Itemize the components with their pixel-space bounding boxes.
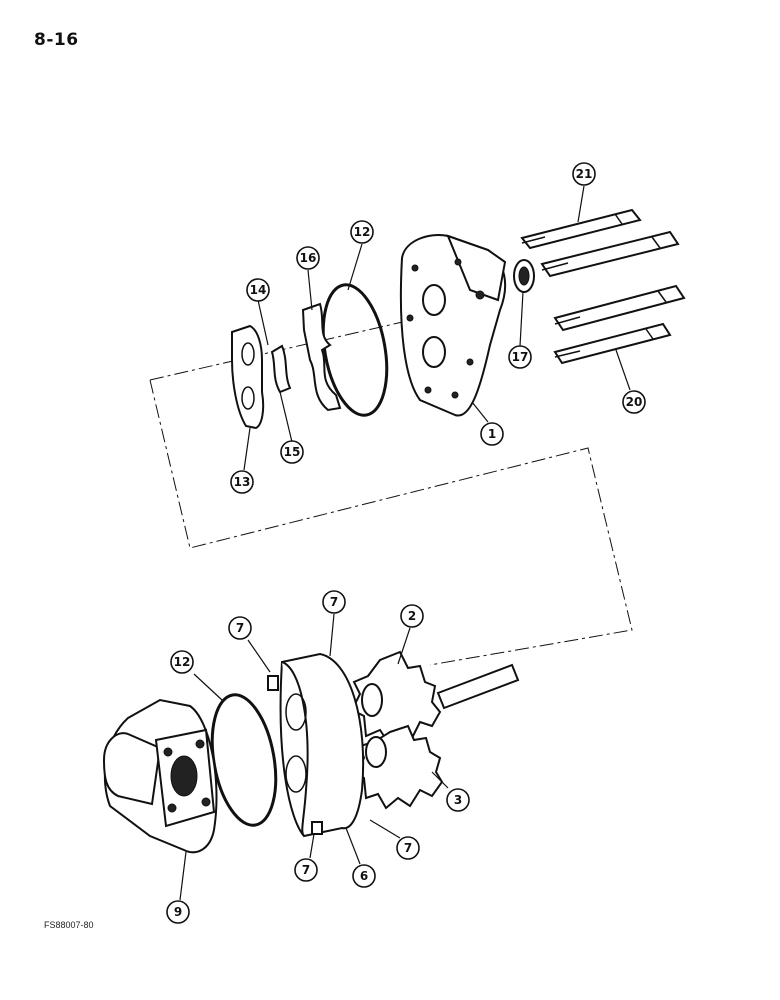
- through-bolt: [553, 284, 686, 332]
- callout-label: 15: [284, 445, 301, 459]
- callout-circle: [322, 590, 346, 614]
- seal-plate: [231, 324, 265, 430]
- callout-12: 12: [350, 220, 374, 244]
- callout-7-upper-right: 7: [322, 590, 346, 614]
- callout-circle: [170, 650, 194, 674]
- gear-housing: [267, 652, 365, 838]
- callout-label: 12: [174, 655, 191, 669]
- callout-circle: [350, 220, 374, 244]
- driven-gear: [354, 724, 444, 810]
- callout-circle: [280, 440, 304, 464]
- callout-circle: [228, 616, 252, 640]
- callout-14: 14: [246, 278, 270, 302]
- through-bolt: [540, 230, 680, 278]
- callout-label: 6: [360, 869, 368, 883]
- callout-circle: [572, 162, 596, 186]
- callout-7-lower-left: 7: [294, 858, 318, 882]
- callout-label: 14: [250, 283, 267, 297]
- callout-circle: [246, 278, 270, 302]
- callout-circle: [230, 470, 254, 494]
- callout-9: 9: [166, 900, 190, 924]
- drive-gear-shaft: [350, 650, 520, 744]
- callout-label: 7: [330, 595, 338, 609]
- callout-7-upper-left: 7: [228, 616, 252, 640]
- callout-circle: [352, 864, 376, 888]
- figure-code: FS88007-80: [44, 920, 94, 930]
- callout-1: 1: [480, 422, 504, 446]
- callout-label: 7: [404, 841, 412, 855]
- callout-label: 7: [236, 621, 244, 635]
- callout-2: 2: [400, 604, 424, 628]
- callout-circle: [166, 900, 190, 924]
- through-bolt: [553, 322, 672, 365]
- callout-12-lower: 12: [170, 650, 194, 674]
- callout-circle: [446, 788, 470, 812]
- callout-label: 7: [302, 863, 310, 877]
- callout-16: 16: [296, 246, 320, 270]
- alignment-path: [149, 317, 633, 666]
- callout-label: 16: [300, 251, 317, 265]
- callout-label: 2: [408, 609, 416, 623]
- callout-circle: [480, 422, 504, 446]
- callout-circle: [294, 858, 318, 882]
- callout-17: 17: [508, 345, 532, 369]
- gasket: [270, 344, 292, 394]
- callout-label: 9: [174, 905, 182, 919]
- callout-circle: [296, 246, 320, 270]
- callout-label: 3: [454, 793, 462, 807]
- callout-label: 13: [234, 475, 251, 489]
- through-bolts: [520, 208, 686, 365]
- callout-circle: [508, 345, 532, 369]
- callout-circle: [622, 390, 646, 414]
- callout-20: 20: [622, 390, 646, 414]
- callout-label: 20: [626, 395, 643, 409]
- callout-circle: [400, 604, 424, 628]
- callout-7-lower-right: 7: [396, 836, 420, 860]
- callout-15: 15: [280, 440, 304, 464]
- leader-lines: [179, 185, 631, 901]
- callout-21: 21: [572, 162, 596, 186]
- callout-circle: [396, 836, 420, 860]
- shaft-seal: [513, 259, 535, 293]
- callout-label: 17: [512, 350, 529, 364]
- backup-seal: [301, 302, 342, 412]
- rear-cover: [102, 698, 218, 854]
- callout-label: 21: [576, 167, 593, 181]
- callout-6: 6: [352, 864, 376, 888]
- page-number: 8-16: [34, 30, 79, 50]
- callout-3: 3: [446, 788, 470, 812]
- callout-13: 13: [230, 470, 254, 494]
- callout-label: 1: [488, 427, 496, 441]
- o-ring-upper: [321, 283, 389, 417]
- front-cover: [399, 234, 507, 417]
- callout-label: 12: [354, 225, 371, 239]
- through-bolt: [520, 208, 642, 250]
